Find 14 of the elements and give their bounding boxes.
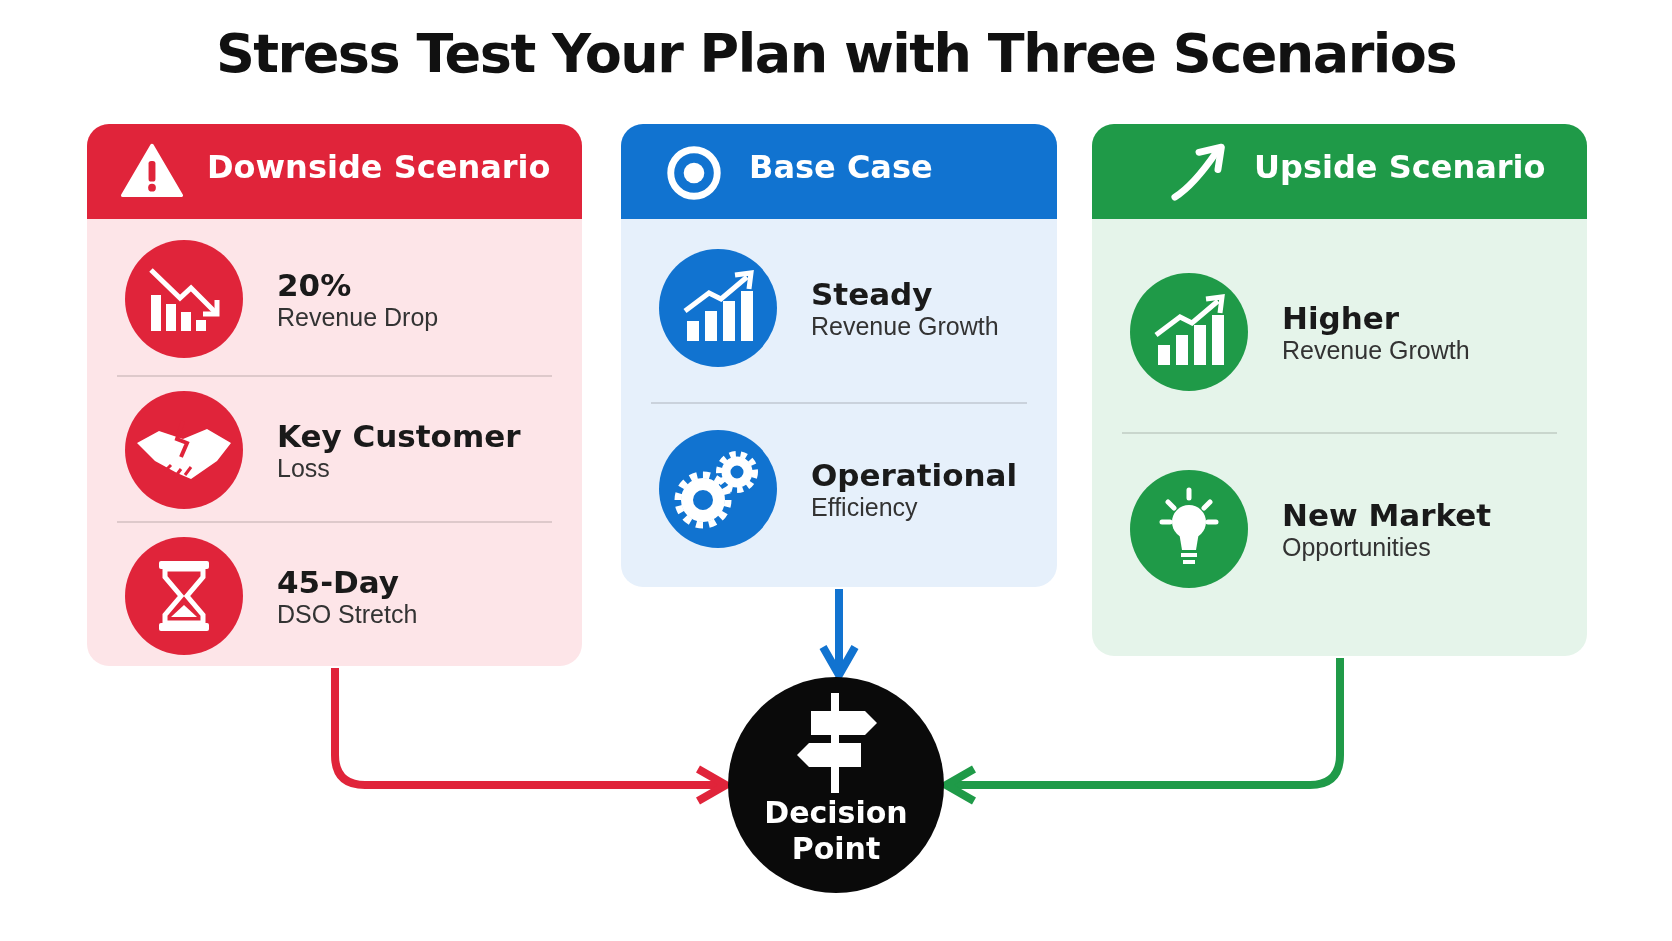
item-heading: Higher — [1282, 299, 1401, 336]
card-title: Upside Scenario — [1254, 148, 1546, 186]
title: Stress Test Your Plan with Three Scenarios — [214, 22, 1458, 85]
arrow — [819, 589, 859, 679]
arrow — [942, 658, 1344, 805]
item-heading: 20% — [277, 266, 353, 302]
decision-label: Decision Point — [763, 795, 909, 867]
card-title: Base Case — [749, 148, 933, 186]
item-text: Revenue Growth — [811, 311, 999, 341]
item-text: Revenue Growth — [1282, 335, 1470, 365]
item-heading: Steady — [811, 275, 934, 312]
arrow — [331, 668, 730, 805]
card-title: Downside Scenario — [207, 148, 551, 186]
item-text: Revenue Drop — [277, 302, 439, 331]
